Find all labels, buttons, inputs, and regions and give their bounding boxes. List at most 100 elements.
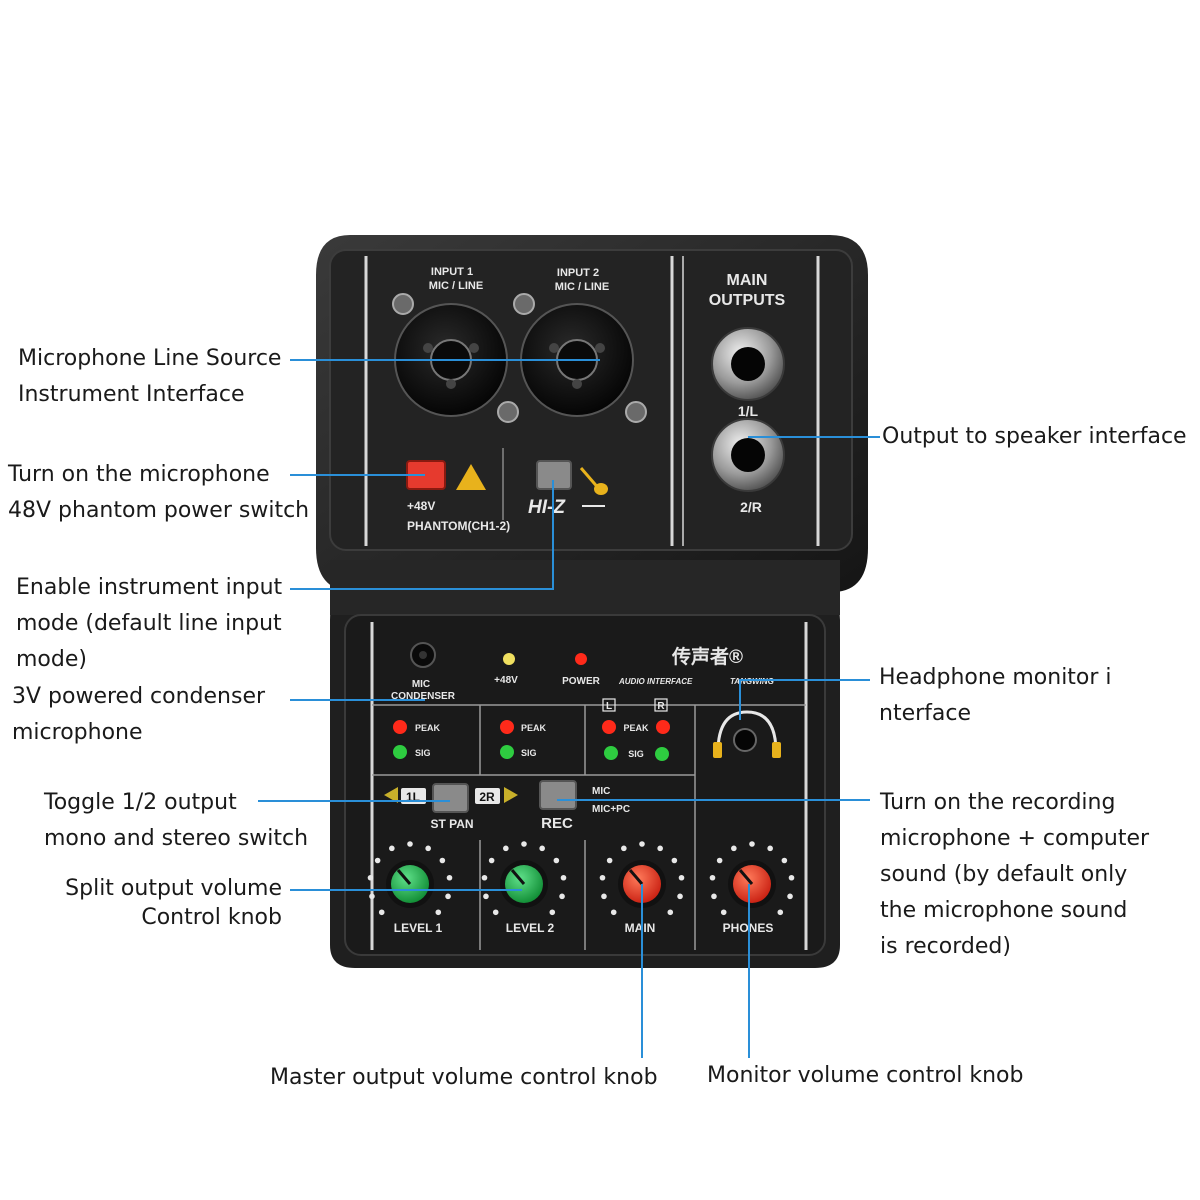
xlr-input-1-jack[interactable] [394,303,508,417]
ch2-sig-led [500,745,514,759]
led-48v-label: +48V [494,675,518,686]
main-meter: L R PEAK SIG [602,698,670,761]
guitar-icon [579,467,608,495]
left-sig-led [604,746,618,760]
annotation-instrument: Enable instrument input mode (default li… [16,570,282,678]
rec-label: REC [541,815,573,832]
knob-scale-dot [378,909,385,916]
mic-condenser-jack[interactable] [410,642,436,668]
knob-scale-dot [374,857,381,864]
knob-scale-dot [407,841,413,847]
annotation-mic-line-1: Microphone Line Source [18,346,282,371]
knob-scale-dot [749,841,755,847]
phantom-ch-label: PHANTOM(CH1-2) [407,519,510,533]
ch2-peak-label: PEAK [521,723,547,733]
annotation-headphone-1: Headphone monitor i [879,665,1112,690]
annotation-phantom: Turn on the microphone 48V phantom power… [8,457,309,529]
input2-label-line2: MIC / LINE [555,281,609,293]
input1-label-line1: INPUT 1 [431,266,473,278]
input1-label-line2: MIC / LINE [429,280,483,292]
ch1-peak-led [393,720,407,734]
phantom-48v-button[interactable] [406,460,446,490]
knob-scale-dot [367,874,374,881]
ch1-sig-led [393,745,407,759]
annotation-toggle-2: mono and stereo switch [44,826,309,851]
right-peak-led [656,720,670,734]
knob-scale-dot [678,874,685,881]
input2-label-line1: INPUT 2 [557,267,599,279]
annotation-condenser-2: microphone [12,720,143,745]
annotation-instrument-3: mode) [16,647,87,672]
knob-scale-dot [657,845,663,852]
knob-scale-dot [606,857,613,864]
knob-scale-dot [560,874,567,881]
annotation-mic-line-2: Instrument Interface [18,382,245,407]
pan-right-arrow [504,787,518,803]
knob-scale-dot [601,893,607,900]
annotation-phantom-1: Turn on the microphone [8,462,270,487]
hi-z-button[interactable] [536,460,572,490]
brand-logo: 传声者® [671,645,743,668]
brand-subtitle: AUDIO INTERFACE [618,677,693,686]
knob-scale-dot [553,857,560,864]
ch2-peak-led [500,720,514,734]
knob-scale-dot [369,893,375,900]
knob-scale-dot [781,857,788,864]
annotation-mic-line: Microphone Line Source Instrument Interf… [18,341,281,413]
phones-knob-label: PHONES [723,921,774,935]
annotation-phantom-2: 48V phantom power switch [8,498,310,523]
phones-knob[interactable] [709,841,795,916]
main-sig-label: SIG [628,749,644,759]
knob-scale-dot [559,893,565,900]
annotation-speaker: Output to speaker interface [882,424,1187,449]
rec-micpc-label: MIC+PC [592,804,630,815]
knob-scale-dot [435,909,442,916]
output-label-1l: 1/L [738,403,759,419]
led-power [575,653,587,665]
rec-mic-label: MIC [592,786,610,797]
output-label-2r: 2/R [740,499,762,515]
knob-pointer [738,869,754,885]
left-peak-led [602,720,616,734]
main-outputs-line1: MAIN [727,272,768,289]
knob-scale-dot [709,874,716,881]
phantom-48v-label: +48V [407,499,435,513]
knob-scale-dot [788,874,795,881]
level-2-knob[interactable] [481,841,567,916]
rec-switch[interactable] [539,780,577,810]
knob-scale-dot [446,874,453,881]
xlr-input-2-jack[interactable] [520,303,634,417]
knob-scale-dot [503,845,509,852]
bottom-panel [344,614,826,956]
main-peak-label: PEAK [623,723,649,733]
knob-scale-dot [621,845,627,852]
knob-pointer [510,869,526,885]
knob-scale-dot [639,841,645,847]
meter-right-label: R [657,701,665,712]
annotation-split: Split output volume Control knob [40,874,282,932]
right-sig-led [655,747,669,761]
annotation-condenser-1: 3V powered condenser [12,684,266,709]
knob-scale-dot [549,909,556,916]
annotation-recording-3: sound (by default only [880,862,1128,887]
annotation-toggle-1: Toggle 1/2 output [44,790,237,815]
output-jack-2r[interactable] [711,418,785,492]
annotation-recording-4: the microphone sound [880,898,1128,923]
knob-scale-dot [445,893,451,900]
annotation-recording-5: is recorded) [880,934,1011,959]
pan-1l-label: 1L [406,790,420,804]
annotation-headphone-2: nterface [879,701,972,726]
st-pan-switch[interactable] [432,783,469,813]
annotation-instrument-1: Enable instrument input [16,575,283,600]
ch1-meter: PEAK SIG [393,720,441,759]
knob-scale-dot [720,909,727,916]
pan-2r-label: 2R [479,790,495,804]
annotation-recording-1: Turn on the recording [880,790,1116,815]
ch1-peak-label: PEAK [415,723,441,733]
output-jack-1l[interactable] [711,327,785,401]
led-48v [503,653,515,665]
level-1-knob[interactable] [367,841,453,916]
main-knob-label: MAIN [625,921,656,935]
ch2-meter: PEAK SIG [500,720,547,759]
